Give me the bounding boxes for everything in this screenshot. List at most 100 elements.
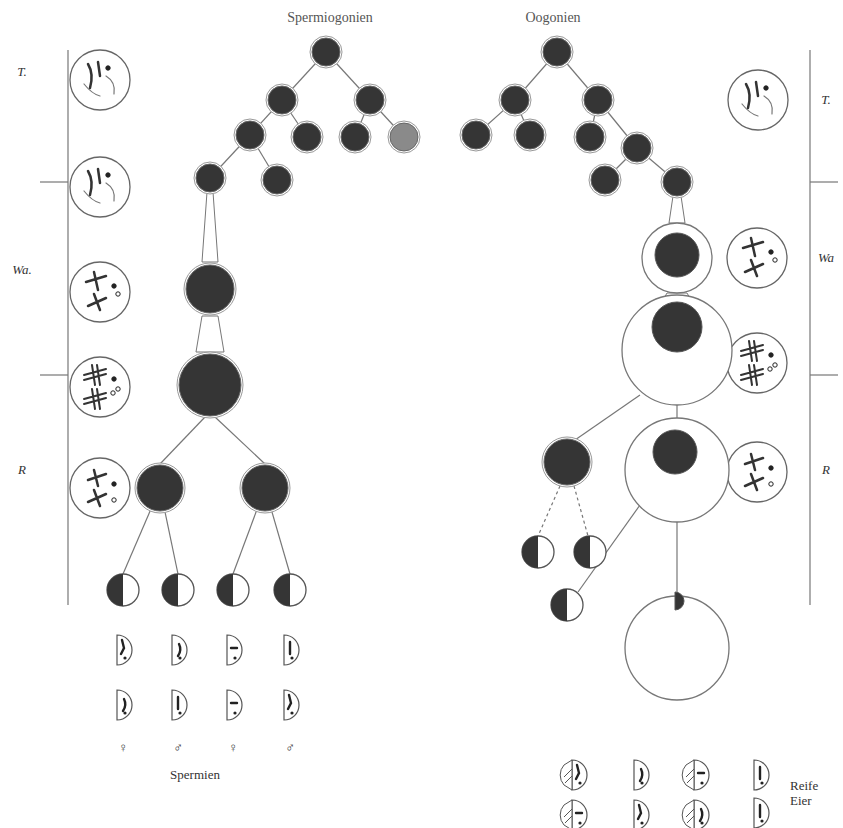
gamete-nucleus: [284, 635, 299, 665]
cell-ring: [542, 437, 592, 487]
lineage-line: [810, 181, 838, 182]
cell: [544, 439, 590, 485]
cell: [623, 134, 651, 162]
chromosome: [288, 695, 291, 709]
chromosome: [106, 183, 114, 201]
nucleus: [652, 302, 702, 352]
cell-ring: [388, 121, 420, 153]
chromosome-dot: [178, 656, 181, 659]
chromosome-dot: [123, 711, 126, 714]
egg-cytoplasm: [682, 800, 694, 828]
chromosome: [231, 647, 237, 649]
cell: [242, 465, 288, 511]
chromosome-dot: [768, 367, 772, 371]
chromosome: [121, 640, 124, 654]
cell: [501, 86, 529, 114]
chromosome: [745, 454, 763, 470]
cell: [236, 121, 264, 149]
lineage-line: [215, 417, 265, 464]
chromosome: [84, 191, 100, 203]
growth-funnel: [669, 196, 685, 223]
chromosome: [289, 642, 291, 654]
chromosome-circle: [727, 333, 787, 393]
cell: [186, 265, 234, 313]
chromosome-dot: [111, 391, 115, 395]
chromosome: [88, 294, 106, 310]
phase-label: Wa.: [12, 263, 31, 278]
cell-ring: [240, 463, 290, 513]
sex-symbol: ♀: [118, 741, 128, 756]
cell-ring: [310, 36, 342, 68]
sex-symbol: ♂: [173, 741, 183, 756]
half-nucleus: [574, 536, 590, 568]
egg-cytoplasm: [560, 800, 572, 828]
chromosome-dot: [760, 781, 763, 784]
spermatid: [274, 574, 306, 606]
cell: [462, 121, 490, 149]
group-label: Spermien: [170, 768, 220, 783]
cell: [390, 123, 418, 151]
chromosome-dot: [769, 250, 773, 254]
lineage-line: [160, 417, 205, 464]
chromosome: [576, 812, 582, 814]
chromosome-dot: [112, 377, 116, 381]
gamete-nucleus: [634, 760, 649, 790]
chromosome-dot: [233, 656, 236, 659]
chromosome: [700, 809, 702, 821]
half-nucleus: [107, 574, 123, 606]
phase-label: R: [18, 463, 26, 478]
cell-ring: [234, 119, 266, 151]
hatching: [686, 809, 694, 823]
cell-ring: [661, 166, 693, 198]
cell: [576, 123, 604, 151]
chromosome-circle: [70, 262, 130, 322]
growth-funnel: [202, 192, 218, 262]
chromosome: [98, 62, 100, 76]
mature-egg: [625, 596, 729, 700]
cell: [663, 168, 691, 196]
chromosome-dot: [769, 353, 773, 357]
chromosome-dot: [290, 711, 293, 714]
half-nucleus: [162, 574, 178, 606]
oocyte: [625, 418, 729, 522]
cell: [137, 465, 183, 511]
chromosome: [178, 644, 180, 656]
lineage-line: [67, 50, 68, 605]
spermatid: [217, 574, 249, 606]
lineage-line: [574, 486, 588, 536]
gamete-nucleus: [754, 760, 769, 790]
chromosome: [638, 805, 641, 819]
chromosome-dot: [773, 258, 777, 262]
chromosome: [84, 389, 106, 409]
cell: [196, 164, 224, 192]
chromosome: [123, 699, 125, 711]
cell: [591, 166, 619, 194]
chromosome-dot: [233, 711, 236, 714]
group-label: Reife Eier: [790, 779, 830, 809]
lineage-line: [40, 374, 68, 375]
chromosome: [231, 702, 237, 704]
chromosome-dot: [769, 466, 773, 470]
egg-cytoplasm: [560, 760, 572, 790]
phase-label: T.: [821, 93, 831, 108]
chromosome: [742, 104, 758, 116]
chromosome-dot: [760, 819, 763, 822]
cell-ring: [339, 121, 371, 153]
sex-symbol: ♀: [228, 741, 238, 756]
cell-ring: [499, 84, 531, 116]
chromosome-dot: [106, 173, 110, 177]
spermatid: [162, 574, 194, 606]
gamete-nucleus: [754, 798, 769, 828]
chromosome-dot: [123, 656, 126, 659]
chromosome: [88, 470, 106, 486]
gamete-nucleus: [284, 690, 299, 720]
chromosome-dot: [112, 498, 116, 502]
sex-symbol: ♂: [285, 741, 295, 756]
cell-ring: [291, 121, 323, 153]
chromosome: [745, 474, 763, 490]
chromosome: [756, 82, 758, 96]
cell-ring: [514, 119, 546, 151]
oocyte: [622, 295, 732, 405]
phase-label: T.: [17, 65, 27, 80]
